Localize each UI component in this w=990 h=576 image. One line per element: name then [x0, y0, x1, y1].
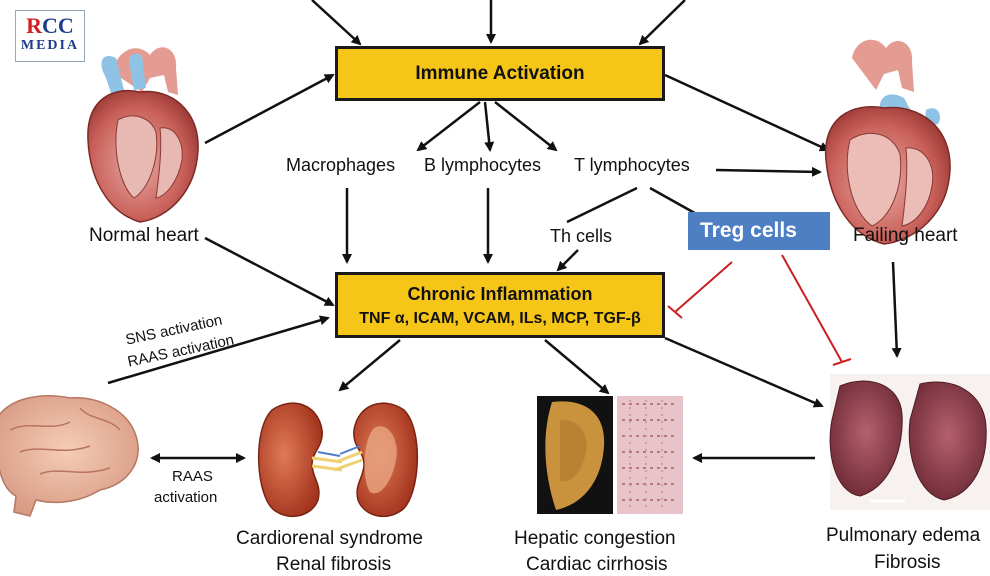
b-lymphocytes-label: B lymphocytes [424, 155, 542, 175]
failing-heart-image [824, 39, 951, 245]
th-cells-label: Th cells [550, 226, 613, 246]
rcc-media-logo: RCC MEDIA [15, 10, 85, 62]
arrows-cells [416, 101, 701, 224]
raas-short-label: RAAS [172, 468, 213, 485]
lung-image [829, 374, 990, 510]
treg-inhibition [667, 254, 852, 366]
chronic-inflammation-mediators: TNF α, ICAM, VCAM, ILs, MCP, TGF-β [359, 310, 641, 327]
cardiorenal-label: Cardiorenal syndrome [236, 528, 423, 549]
immune-activation-label: Immune Activation [415, 63, 585, 84]
liver-histology-image [617, 396, 683, 514]
arrows-top [311, 0, 686, 46]
t-lymphocytes-label: T lymphocytes [574, 155, 690, 175]
brain-image [0, 395, 139, 517]
arrows-inflammation [107, 188, 579, 385]
normal-heart-image [87, 47, 199, 223]
arrows-outcomes [150, 261, 902, 463]
chronic-inflammation-title: Chronic Inflammation [407, 284, 593, 304]
cardiac-cirrhosis-label: Cardiac cirrhosis [526, 554, 668, 575]
hepatic-congestion-label: Hepatic congestion [514, 528, 676, 549]
fibrosis-label: Fibrosis [874, 552, 941, 573]
chronic-inflammation-box: Chronic Inflammation TNF α, ICAM, VCAM, … [335, 272, 665, 338]
immune-activation-box: Immune Activation [335, 46, 665, 101]
kidney-image [257, 402, 419, 518]
arrows-heart [204, 73, 830, 177]
renal-fibrosis-label: Renal fibrosis [276, 554, 392, 575]
macrophages-label: Macrophages [286, 155, 396, 175]
liver-image [537, 396, 613, 514]
raas-short-activation-label: activation [154, 489, 218, 506]
failing-heart-label: Failing heart [853, 225, 958, 246]
pulmonary-edema-label: Pulmonary edema [826, 525, 981, 546]
treg-cells-box: Treg cells [688, 212, 830, 250]
normal-heart-label: Normal heart [89, 225, 199, 246]
